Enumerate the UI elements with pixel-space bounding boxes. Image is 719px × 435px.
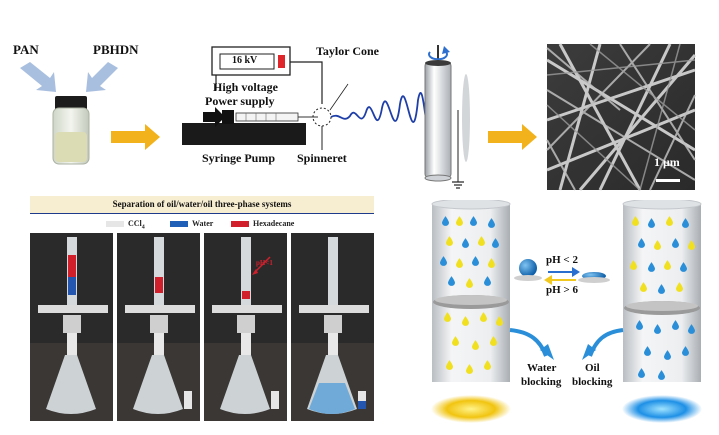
electrospinning-schematic bbox=[20, 43, 697, 191]
legend-hexadecane: Hexadecane bbox=[253, 219, 295, 228]
separation-photo-3: pH<1 bbox=[204, 233, 287, 421]
oil-blocking-arrow bbox=[588, 328, 624, 357]
legend-swatch-hexadecane bbox=[231, 221, 249, 227]
polymer-a-label: PAN bbox=[13, 42, 39, 57]
syringe-pump-icon bbox=[182, 123, 306, 145]
vial-icon bbox=[52, 96, 90, 165]
input-arrow-left-shape bbox=[20, 62, 56, 92]
legend-ccl4-subscript: 4 bbox=[141, 224, 145, 231]
separation-photo-2 bbox=[117, 233, 200, 421]
left-tube-water-blocking bbox=[431, 200, 511, 423]
syringe-icon bbox=[235, 112, 318, 122]
input-arrow-right-shape bbox=[86, 62, 118, 92]
electrospinning-jet bbox=[330, 92, 431, 126]
rotating-collector-icon bbox=[424, 45, 470, 189]
sem-nanofiber-image bbox=[546, 43, 697, 191]
separation-photo-1 bbox=[30, 233, 113, 421]
spinneret-label: Spinneret bbox=[297, 151, 347, 165]
power-supply-icon bbox=[211, 46, 291, 76]
ph-low-label: pH < 2 bbox=[546, 254, 578, 266]
legend-water: Water bbox=[192, 219, 214, 228]
switch-arrow-forward bbox=[572, 267, 580, 277]
separation-photo-4 bbox=[291, 233, 374, 421]
legend-swatch-water bbox=[170, 221, 188, 227]
power-supply-label-1: High voltage bbox=[213, 80, 278, 94]
water-blocking-label-1: Water bbox=[527, 362, 557, 374]
ph-annotation: pH<1 bbox=[256, 259, 273, 267]
switch-arrow-back bbox=[544, 275, 552, 285]
water-blocking-label-2: blocking bbox=[521, 376, 562, 388]
droplet-sphere-icon bbox=[519, 259, 537, 277]
process-arrow-1 bbox=[111, 124, 160, 150]
separation-title: Separation of oil/water/oil three-phase … bbox=[112, 199, 292, 209]
separation-header: Separation of oil/water/oil three-phase … bbox=[30, 196, 374, 214]
water-blocking-arrow bbox=[509, 328, 548, 357]
legend-ccl4-label: CCl bbox=[128, 219, 142, 228]
taylor-cone-label: Taylor Cone bbox=[316, 44, 380, 58]
legend-ccl4: CCl4 bbox=[128, 219, 145, 231]
legend-swatch-ccl4 bbox=[106, 221, 124, 227]
polymer-b-label: PBHDN bbox=[93, 42, 139, 57]
power-supply-label-2: Power supply bbox=[205, 94, 275, 108]
ph-high-label: pH > 6 bbox=[546, 284, 578, 296]
oil-blocking-label-1: Oil bbox=[585, 362, 600, 374]
scale-bar-label: 1 μm bbox=[654, 155, 680, 169]
oil-blocking-label-2: blocking bbox=[572, 376, 613, 388]
syringe-pump-label: Syringe Pump bbox=[202, 151, 276, 165]
right-tube-oil-blocking bbox=[622, 200, 702, 423]
ph-switch-diagram bbox=[431, 200, 702, 423]
voltage-readout: 16 kV bbox=[232, 55, 258, 66]
process-arrow-2 bbox=[488, 124, 537, 150]
